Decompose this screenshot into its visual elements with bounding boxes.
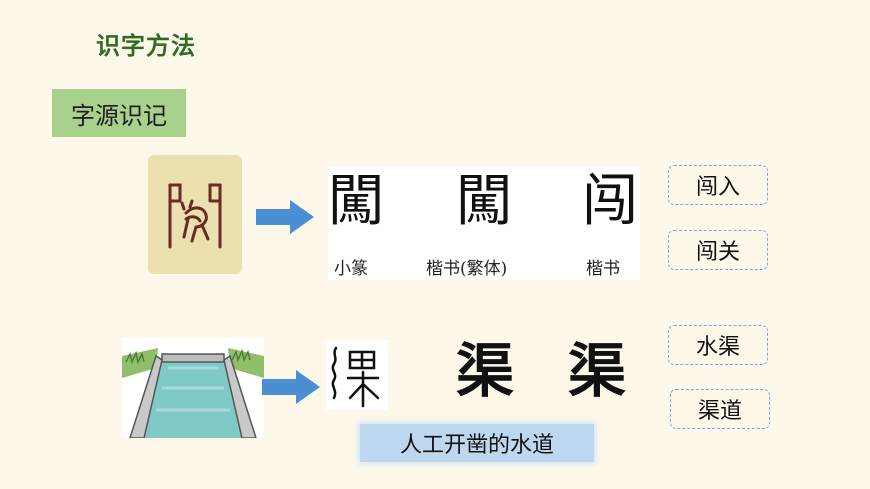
right-arrow-icon [256,200,314,234]
canal-illustration [122,338,264,439]
slide-title: 识字方法 [96,32,196,60]
word-card-chuangguan[interactable]: 闯关 [668,230,768,270]
seal-script-qu-card [326,340,388,410]
seal-script-glyph: 闖 [328,169,384,234]
simplified-caption: 楷书 [586,259,620,279]
simplified-glyph: 闯 [582,169,638,234]
character-evolution-strip: 闖 闖 闯 小篆 楷书(繁体) 楷书 [328,166,640,280]
right-arrow-icon [262,370,320,404]
kai-script-qu: 渠 [568,337,627,405]
word-card-shuiqu[interactable]: 水渠 [668,325,768,365]
traditional-glyph: 闖 [456,169,512,234]
traditional-caption: 楷书(繁体) [426,259,508,279]
ancient-seal-character-card [148,155,242,274]
word-card-qudao[interactable]: 渠道 [670,389,770,429]
word-card-chuangru[interactable]: 闯入 [668,165,768,205]
regular-script-qu: 渠 [456,337,515,405]
ancient-seal-character-icon [168,183,222,249]
seal-script-caption: 小篆 [334,259,368,279]
section-label: 字源识记 [52,89,186,137]
seal-script-qu-icon [331,346,380,408]
meaning-label: 人工开凿的水道 [360,424,594,462]
